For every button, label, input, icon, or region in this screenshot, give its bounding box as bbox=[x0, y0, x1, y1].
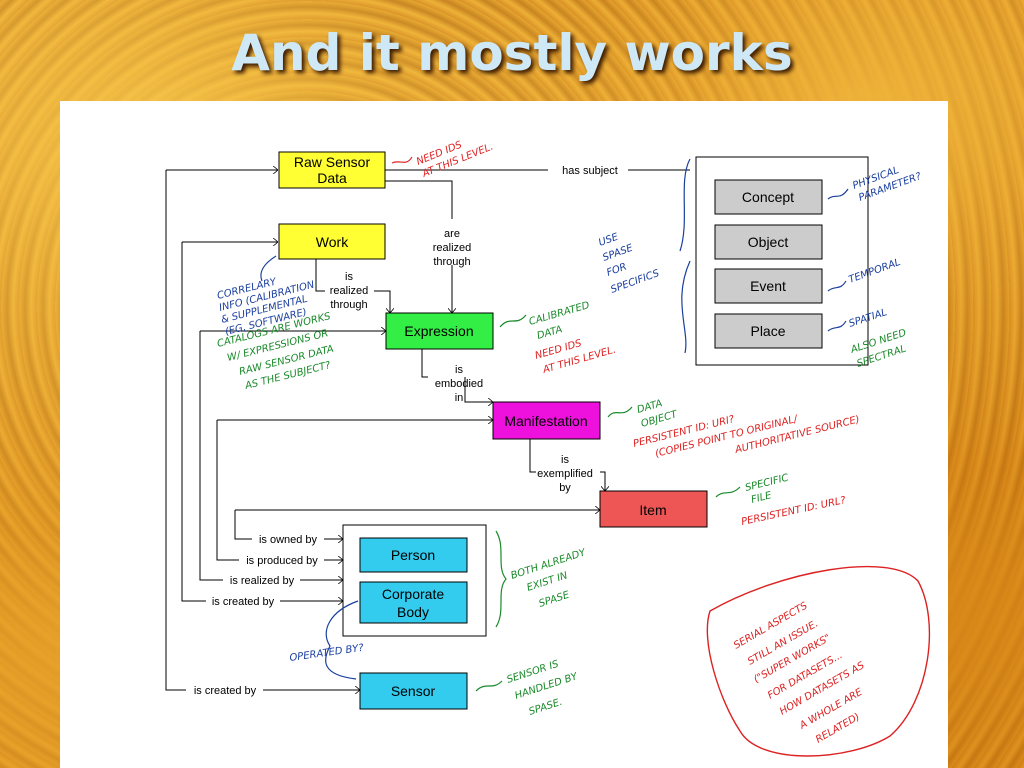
raw-sensor-data-line2: Data bbox=[317, 170, 347, 186]
annotation-sensor-handled: SENSOR IS HANDLED BY SPASE. bbox=[475, 659, 580, 718]
entity-item: Item bbox=[599, 490, 708, 528]
annotation-both-already: BOTH ALREADY EXIST IN SPASE bbox=[495, 530, 588, 628]
operated-by-label: OPERATED BY? bbox=[289, 643, 365, 664]
item-label: Item bbox=[639, 502, 666, 518]
is-realized-through-line3: through bbox=[330, 299, 367, 311]
are-realized-through-line1: are bbox=[444, 228, 460, 240]
is-realized-through-line1: is bbox=[345, 271, 353, 283]
entity-expression: Expression bbox=[385, 312, 494, 350]
line-raw-created-left bbox=[165, 170, 186, 691]
is-exemplified-by-line2: exemplified bbox=[537, 468, 593, 480]
entity-place: Place bbox=[714, 313, 823, 349]
is-realized-by-label: is realized by bbox=[230, 575, 295, 587]
is-created-by-label: is created by bbox=[212, 596, 275, 608]
annotation-serial-aspects: SERIAL ASPECTS STILL AN ISSUE. ("SUPER W… bbox=[706, 565, 931, 757]
annotation-need-ids-2: NEED IDS AT THIS LEVEL. bbox=[534, 338, 617, 376]
raw-sensor-data-line1: Raw Sensor bbox=[294, 154, 371, 170]
line-raw-expression-top bbox=[385, 180, 453, 219]
line-work-created bbox=[181, 242, 206, 602]
manifestation-label: Manifestation bbox=[504, 413, 587, 429]
is-produced-by-label: is produced by bbox=[246, 555, 318, 567]
entity-person: Person bbox=[359, 537, 468, 573]
relation-labels: has subject are realized through is real… bbox=[194, 165, 618, 697]
expression-label: Expression bbox=[404, 323, 473, 339]
is-embodied-in-line1: is bbox=[455, 364, 463, 376]
annotation-need-ids: NEED IDS AT THIS LEVEL. bbox=[391, 139, 495, 180]
is-exemplified-by-line1: is bbox=[561, 454, 569, 466]
is-embodied-in-line3: in bbox=[455, 392, 464, 404]
entity-work: Work bbox=[278, 223, 386, 260]
person-label: Person bbox=[391, 547, 435, 563]
calibrated-data-line2: DATA bbox=[536, 324, 564, 342]
both-already-line3: SPASE bbox=[538, 589, 572, 609]
is-realized-through-line2: realized bbox=[330, 285, 369, 297]
use-spase-line1: USE bbox=[597, 231, 620, 248]
slide-title: And it mostly works bbox=[231, 24, 793, 82]
line-expr-realized bbox=[199, 331, 223, 581]
line-manif-produced bbox=[216, 420, 239, 561]
corporate-body-line2: Body bbox=[397, 604, 429, 620]
line-work-expression-a bbox=[315, 259, 325, 292]
work-label: Work bbox=[316, 234, 349, 250]
concept-label: Concept bbox=[742, 189, 794, 205]
entity-manifestation: Manifestation bbox=[492, 401, 601, 440]
annotation-calibrated-data: CALIBRATED DATA bbox=[499, 300, 591, 342]
are-realized-through-line3: through bbox=[433, 256, 470, 268]
object-label: Object bbox=[748, 234, 789, 250]
annotation-data-object: DATA OBJECT bbox=[607, 398, 679, 430]
corporate-body-line1: Corporate bbox=[382, 586, 444, 602]
line-expr-manif-a bbox=[421, 349, 428, 378]
entity-sensor: Sensor bbox=[359, 672, 468, 710]
entity-event: Event bbox=[714, 268, 823, 304]
has-subject-label: has subject bbox=[562, 165, 618, 177]
entity-concept: Concept bbox=[714, 179, 823, 215]
entity-object: Object bbox=[714, 224, 823, 260]
annotation-use-spase: USE SPASE FOR SPECIFICS bbox=[597, 158, 691, 354]
sensor-is-created-by-label: is created by bbox=[194, 685, 257, 697]
line-expr-manif-b bbox=[464, 377, 493, 402]
annotation-specific-file: SPECIFIC FILE bbox=[715, 473, 790, 506]
is-embodied-in-line2: embodied bbox=[435, 378, 483, 390]
event-label: Event bbox=[750, 278, 786, 294]
sensor-label: Sensor bbox=[391, 683, 436, 699]
line-manif-item-b bbox=[600, 471, 605, 491]
is-owned-by-label: is owned by bbox=[259, 534, 318, 546]
sensor-handled-line3: SPASE. bbox=[528, 697, 564, 718]
diagram-panel: Raw Sensor Data Work Expression Manifest… bbox=[60, 101, 948, 768]
use-spase-line3: FOR bbox=[605, 261, 628, 278]
entity-raw-sensor-data: Raw Sensor Data bbox=[278, 151, 386, 189]
connectors bbox=[165, 170, 690, 691]
line-manif-item-a bbox=[529, 439, 536, 473]
specific-file-line2: FILE bbox=[750, 490, 773, 506]
are-realized-through-line2: realized bbox=[433, 242, 472, 254]
place-label: Place bbox=[750, 323, 785, 339]
entity-corporate-body: Corporate Body bbox=[359, 581, 468, 624]
line-item-owned bbox=[234, 510, 252, 540]
line-work-expression-b bbox=[374, 290, 390, 313]
frbr-diagram: Raw Sensor Data Work Expression Manifest… bbox=[165, 139, 931, 757]
is-exemplified-by-line3: by bbox=[559, 482, 571, 494]
